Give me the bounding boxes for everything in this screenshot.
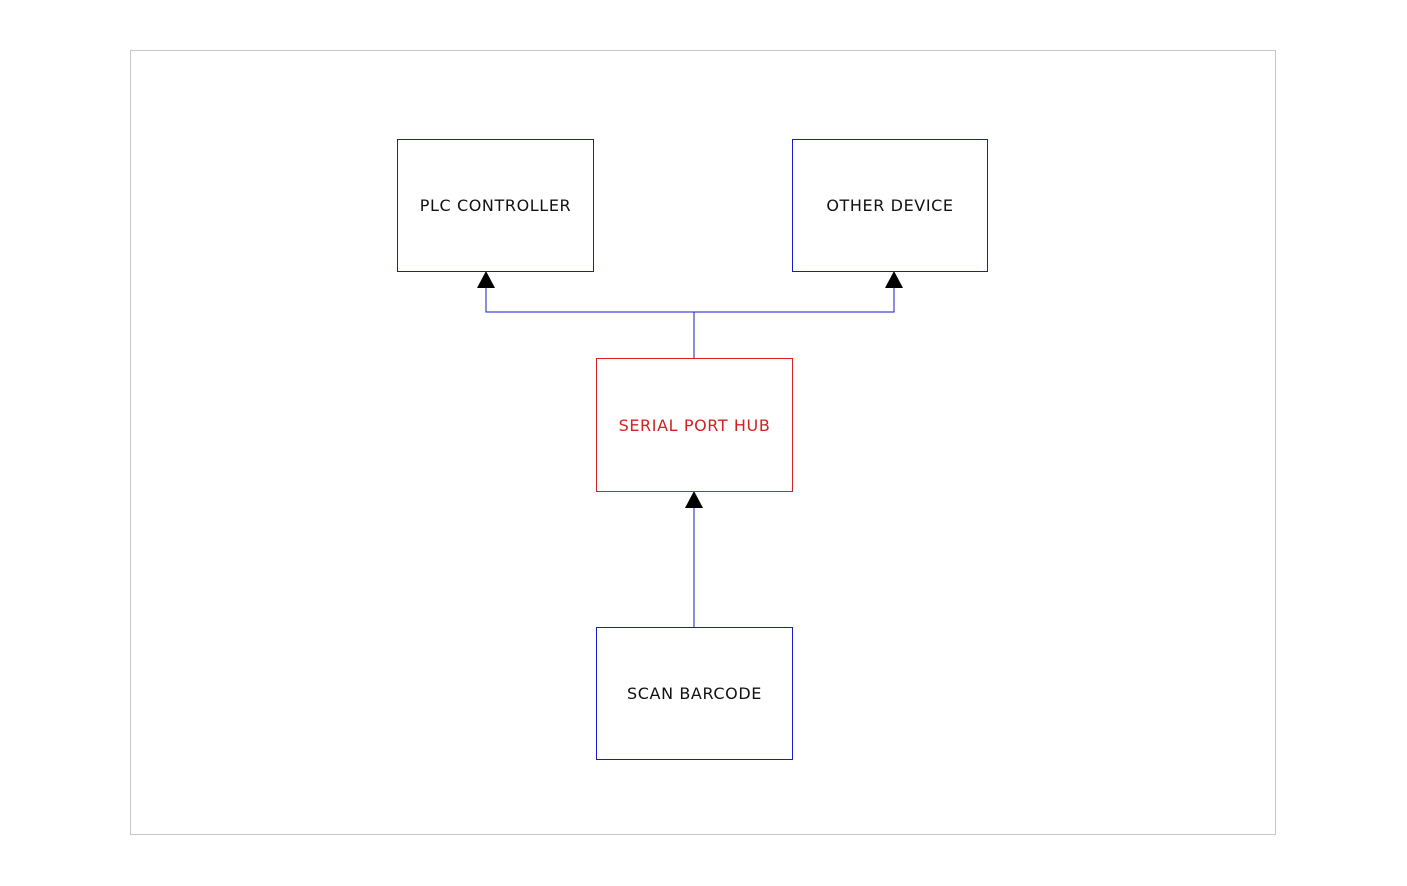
node-scan-barcode[interactable]: SCAN BARCODE <box>596 627 793 760</box>
node-label: OTHER DEVICE <box>826 196 954 215</box>
arrowhead-hub <box>685 491 703 508</box>
arrowhead-plc <box>477 271 495 288</box>
node-label: SCAN BARCODE <box>627 684 762 703</box>
node-serial-port-hub[interactable]: SERIAL PORT HUB <box>596 358 793 492</box>
node-label: PLC CONTROLLER <box>419 196 572 215</box>
node-label: SERIAL PORT HUB <box>618 415 771 435</box>
node-other-device[interactable]: OTHER DEVICE <box>792 139 988 272</box>
arrowhead-other-device <box>885 271 903 288</box>
connector-hub-to-plc <box>485 288 695 358</box>
node-plc-controller[interactable]: PLC CONTROLLER <box>397 139 594 272</box>
connector-hub-to-other-device <box>694 288 895 313</box>
